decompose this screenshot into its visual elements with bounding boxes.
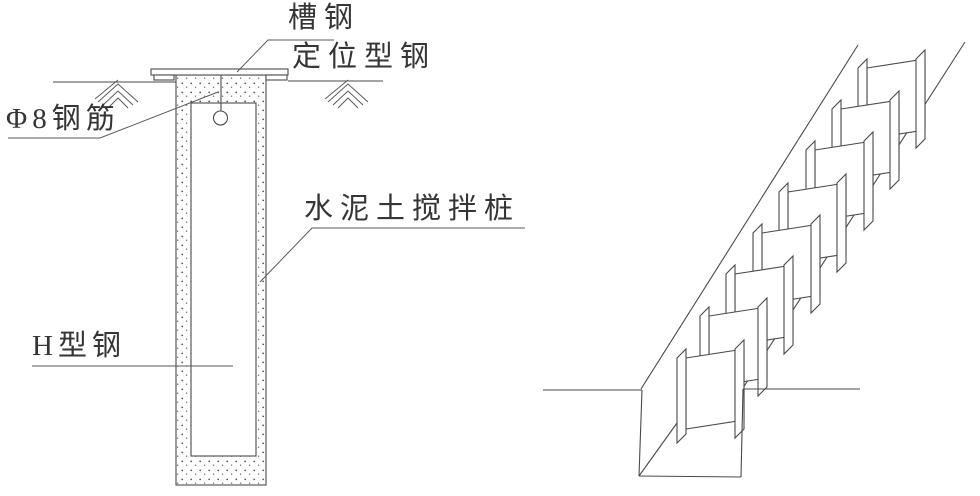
h-steel-unit [676, 338, 745, 445]
wall-axonometric-view [543, 41, 966, 478]
trench-inner-bottom-edge [638, 422, 678, 477]
h-steel-right-flange [836, 172, 847, 274]
h-steel-right-flange [915, 48, 926, 150]
h-steel-right-flange [734, 338, 745, 440]
leader-mixing-pile [259, 227, 525, 283]
h-steel-right-flange [810, 213, 821, 315]
trench-front-left-edge [638, 389, 643, 477]
label-mixing-pile: 水泥土搅拌桩 [304, 192, 520, 225]
positioning-block-left [153, 74, 175, 81]
h-steel-right-flange [863, 130, 874, 232]
pile-cross-section-view: 槽钢 定位型钢 Φ8钢筋 水泥土搅拌桩 H型钢 [6, 1, 525, 486]
h-steel-right-flange [783, 254, 794, 356]
trench-front-bottom-edge [638, 475, 742, 478]
rebar-loop-icon [212, 110, 229, 126]
leader-rebar [8, 91, 219, 139]
h-steel-right-flange [889, 89, 900, 191]
h-steel-units [676, 48, 926, 445]
h-steel-right-flange [757, 296, 768, 398]
positioning-block-right [265, 74, 288, 81]
trench-front-right-edge [740, 388, 744, 478]
soil-hatch-symbol-right [324, 79, 369, 109]
label-channel-steel: 槽钢 [288, 1, 360, 34]
channel-steel-cap [150, 68, 289, 76]
trench-far-edge [640, 44, 859, 390]
label-h-beam: H型钢 [32, 329, 126, 362]
h-steel-left-flange [676, 347, 687, 445]
label-rebar: Φ8钢筋 [6, 102, 120, 135]
leader-channel-steel [236, 39, 334, 73]
label-positioning-steel: 定位型钢 [292, 40, 436, 73]
h-beam-core [190, 102, 257, 457]
